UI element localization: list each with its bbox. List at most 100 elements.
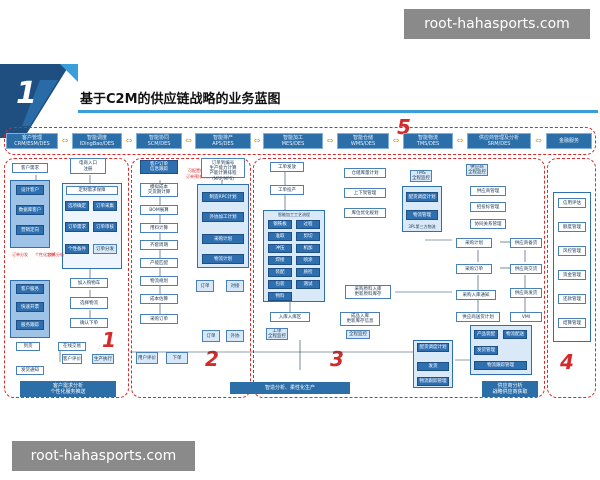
order-review-box[interactable]: 订单审核: [93, 222, 117, 232]
process-step[interactable]: 过程: [296, 220, 320, 229]
process-step[interactable]: 装配: [268, 268, 292, 277]
vmi-box[interactable]: VMI: [510, 312, 542, 322]
process-step[interactable]: 质检: [296, 268, 320, 277]
work-order-start-box[interactable]: 工单投产: [270, 185, 304, 195]
module-header-line1: 智能协同: [148, 135, 169, 141]
process-step[interactable]: 机加: [296, 244, 320, 253]
slide-number: 1: [16, 76, 37, 111]
select-logistics-box[interactable]: 选择物流: [70, 297, 108, 309]
inbound-notice-box[interactable]: 采购入库通知: [456, 290, 496, 300]
module-header-9[interactable]: 金融服务: [546, 133, 592, 149]
supplier-note-line1: 供应商: [470, 165, 484, 170]
process-step[interactable]: 焊接: [268, 256, 292, 265]
supplier-mgmt-box[interactable]: 供应商管理: [470, 186, 506, 196]
capacity-match-box[interactable]: 产能匹配: [140, 258, 178, 268]
cost-estimate-box[interactable]: 成本估算: [140, 294, 178, 304]
warehouse-in-box[interactable]: 入库入库区: [270, 312, 310, 322]
process-step[interactable]: 喷涂: [296, 256, 320, 265]
online-trade-box[interactable]: 在线交易: [58, 342, 86, 351]
panel-b-item-1[interactable]: 客户服务: [16, 284, 44, 294]
panel-a-item-2[interactable]: 数据库客户: [16, 205, 44, 215]
assembly-box[interactable]: 产品装配: [474, 330, 498, 339]
process-step[interactable]: 剪切: [296, 232, 320, 241]
supplier-stock-box[interactable]: 供应商备货: [510, 238, 542, 248]
module-header-line2: APS/DES: [212, 141, 234, 147]
panel-b-item-3[interactable]: 服务跟踪: [16, 320, 44, 330]
process-step[interactable]: 测试: [296, 280, 320, 289]
ship-notice-box: 发货通知: [16, 366, 44, 375]
supplier-ship-box[interactable]: 供应商发货: [510, 288, 542, 298]
manufacturing-analysis-label: 智造分析、柔性化生产: [230, 382, 350, 394]
supplier-monitor-note: 供应商 全程监控: [466, 164, 488, 176]
order-collect-box[interactable]: 订单采集: [93, 201, 117, 211]
logistics-plan-blue-box[interactable]: 物流计划: [202, 254, 244, 264]
col2-note-6: 下单: [166, 352, 188, 364]
finished-goods-box[interactable]: 成品入库 更新库存信息: [340, 312, 380, 326]
raw-material-in-box[interactable]: 采购原料入库 更新原料库存: [345, 285, 391, 299]
panel-a-item-3[interactable]: 营销定向: [16, 225, 44, 235]
finance-item[interactable]: 额度管理: [558, 222, 586, 232]
delivery-mgmt-box[interactable]: 发货管理: [474, 346, 498, 355]
col3-note-1: 订单: [202, 330, 220, 342]
location-opt-box[interactable]: 库位优化规划: [344, 208, 386, 218]
kitting-cycle-box[interactable]: 齐套周期: [140, 240, 178, 250]
purchase-order-box[interactable]: 采购订单: [140, 314, 178, 324]
finance-item[interactable]: 还款管理: [558, 294, 586, 304]
work-order-release-box[interactable]: 工单发放: [270, 162, 304, 172]
finance-item[interactable]: 资金管理: [558, 270, 586, 280]
finance-item[interactable]: 风控管理: [558, 246, 586, 256]
add-to-cart-box[interactable]: 加入购物车: [70, 278, 108, 288]
logistics-mgmt-box[interactable]: 物流管理: [406, 210, 438, 220]
dispatch-plan-box[interactable]: 配货调度计划: [406, 192, 438, 202]
purchase-plan-box[interactable]: 采购计划: [202, 234, 244, 244]
tms-line2: 全程监控: [412, 176, 430, 181]
cost-sim-box[interactable]: 模拟成本 交货期计算: [140, 183, 178, 197]
bidding-mgmt-box[interactable]: 招投标管理: [470, 202, 506, 212]
supplier-handover-box[interactable]: 供应商交货: [510, 264, 542, 274]
rpc-plan-box[interactable]: 制造RPC计划: [202, 192, 244, 202]
panel-a-item-1[interactable]: 设计客户: [16, 185, 44, 195]
custom-parts-box[interactable]: 个性备件: [65, 244, 89, 254]
col2-note-1: 可配置组件: [188, 168, 208, 173]
finance-item[interactable]: 结算管理: [558, 318, 586, 328]
module-header-line2: TMS/DES: [416, 141, 440, 147]
customer-order-box[interactable]: 客户订单 信息跟踪: [140, 160, 178, 174]
plan-top-line2: 生产能力计算: [209, 165, 237, 171]
material-calc-box[interactable]: 用料计算: [140, 223, 178, 233]
bom-calc-box[interactable]: BOM展算: [140, 205, 178, 215]
process-step[interactable]: 冲压: [268, 244, 292, 253]
finance-item[interactable]: 信用评估: [558, 198, 586, 208]
logistics-plan-box[interactable]: 物流规划: [140, 276, 178, 286]
process-step[interactable]: 包装: [268, 280, 292, 289]
option-confirm-box[interactable]: 选项确定: [65, 201, 89, 211]
supplier-purchase-order-box[interactable]: 采购订单: [456, 264, 492, 274]
order-dispatch-box[interactable]: 订单分发: [93, 244, 117, 254]
storage-plan-box[interactable]: 仓储库量计划: [344, 168, 386, 178]
process-step[interactable]: 准取: [268, 232, 292, 241]
customer-review-box[interactable]: 客户评价: [62, 354, 82, 364]
process-step[interactable]: 物料: [268, 292, 292, 301]
panel-b-item-2[interactable]: 快速开票: [16, 302, 44, 312]
dispatch-box[interactable]: 物流配送: [503, 330, 527, 339]
delivery-plan-box[interactable]: 配货调度计划: [417, 343, 449, 352]
col3-note-2: 外协: [226, 330, 244, 342]
tracking-box[interactable]: 物流跟踪管理: [417, 377, 449, 386]
shelving-box[interactable]: 上下架管理: [344, 188, 386, 198]
confirm-order-box[interactable]: 确认下单: [70, 318, 108, 328]
cooperation-mgmt-box[interactable]: 协同关系管理: [470, 219, 506, 229]
outsource-plan-box[interactable]: 外协加工计划: [202, 212, 244, 222]
supplier-purchase-plan-box[interactable]: 采购计划: [456, 238, 492, 248]
supplier-delivery-plan-box[interactable]: 供应商送货计划: [456, 312, 500, 322]
order-demand-box[interactable]: 订单需求: [65, 222, 89, 232]
tracking-mgmt-box[interactable]: 物流跟踪管理: [474, 361, 527, 370]
shipping-box[interactable]: 发货: [417, 362, 449, 371]
process-step[interactable]: 钢铁板: [268, 220, 292, 229]
